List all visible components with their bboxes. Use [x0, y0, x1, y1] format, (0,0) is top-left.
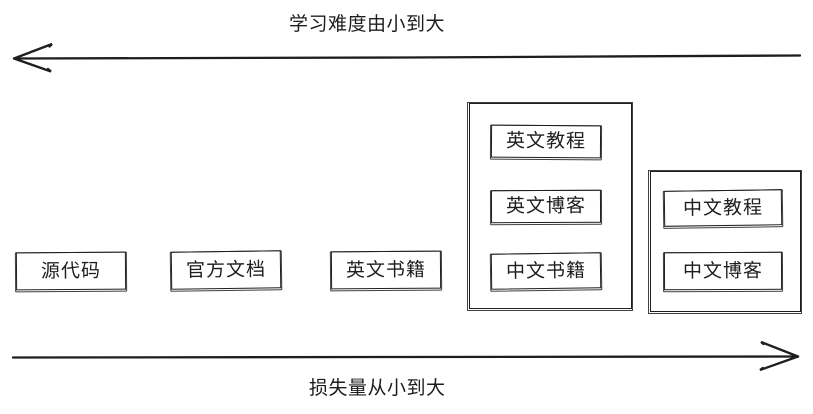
node-chinese-books[interactable]: 中文书籍 — [490, 252, 602, 290]
node-english-blog[interactable]: 英文博客 — [490, 189, 602, 224]
top-axis-label: 学习难度由小到大 — [289, 13, 446, 35]
node-english-books[interactable]: 英文书籍 — [330, 250, 442, 290]
node-label: 源代码 — [40, 259, 102, 282]
node-chinese-tutorial[interactable]: 中文教程 — [663, 189, 783, 227]
node-source-code[interactable]: 源代码 — [15, 251, 127, 291]
node-label: 官方文档 — [185, 257, 267, 282]
node-label: 英文书籍 — [345, 258, 427, 281]
node-label: 中文博客 — [682, 259, 764, 282]
node-label: 中文书籍 — [505, 258, 587, 283]
node-english-tutorial[interactable]: 英文教程 — [490, 124, 602, 159]
node-chinese-blog[interactable]: 中文博客 — [663, 251, 783, 291]
node-label: 英文博客 — [505, 194, 587, 218]
node-label: 英文教程 — [505, 129, 587, 153]
node-official-docs[interactable]: 官方文档 — [170, 250, 282, 290]
node-label: 中文教程 — [682, 195, 764, 220]
arrow-left-icon — [12, 42, 802, 73]
bottom-axis-label: 损失量从小到大 — [309, 377, 446, 399]
arrow-right-icon — [11, 340, 800, 372]
